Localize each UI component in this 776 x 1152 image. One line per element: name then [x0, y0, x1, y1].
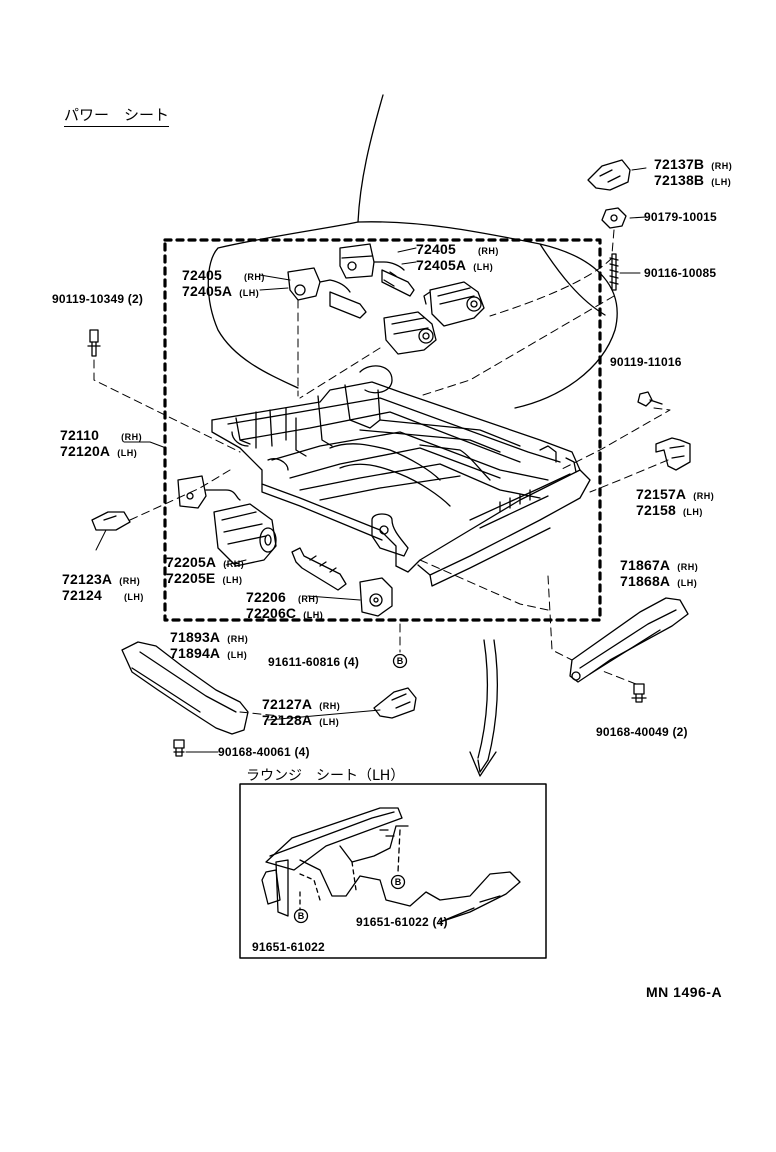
part-number: 72120A: [60, 443, 111, 459]
side-marker: (RH): [693, 491, 715, 501]
side-marker: (LH): [239, 288, 260, 298]
dashed-connectors: [93, 229, 671, 717]
part-number: 71867A: [620, 557, 671, 573]
bolt-callout-main: B: [392, 653, 408, 669]
part-number: 90168-40061 (4): [218, 745, 310, 759]
part-number: 72124: [62, 587, 102, 603]
part-number: 90116-10085: [644, 266, 717, 280]
part-number: 72405: [416, 241, 456, 257]
label-72405-left: 72405 (RH) 72405A (LH): [182, 268, 265, 300]
side-marker: (LH): [319, 717, 340, 727]
lounge-seat-title: ラウンジ シート（LH）: [246, 768, 405, 784]
label-90179: 90179-10015: [644, 210, 717, 224]
part-number: 72110: [60, 427, 100, 443]
callout-b-left: B: [298, 911, 305, 921]
side-marker: (RH): [677, 562, 699, 572]
label-72405-right: 72405 (RH) 72405A (LH): [416, 242, 499, 274]
seat-cushion-outline: [207, 94, 618, 409]
power-seat-assembly-box: [163, 238, 602, 622]
part-number: 71868A: [620, 573, 671, 589]
diagram-code: MN 1496-A: [646, 984, 723, 1000]
side-marker: (RH): [223, 559, 245, 569]
page-title: パワー シート: [64, 104, 170, 127]
label-72110: 72110 (RH) 72120A (LH): [60, 428, 142, 460]
part-number: 72405A: [416, 257, 467, 273]
part-number: 72158: [636, 502, 676, 518]
side-marker: (RH): [297, 594, 319, 604]
label-72205: 72205A (RH) 72205E (LH): [166, 555, 244, 587]
part-number: 91651-61022: [252, 940, 325, 954]
label-72127: 72127A (RH) 72128A (LH): [262, 697, 340, 729]
label-90119-11016: 90119-11016: [610, 355, 682, 369]
part-number: 90168-40049 (2): [596, 725, 688, 739]
callout-b-right: B: [395, 877, 402, 887]
side-marker: (RH): [121, 432, 143, 442]
part-number: 71893A: [170, 629, 221, 645]
side-marker: (LH): [473, 262, 494, 272]
lounge-seat-box: [239, 783, 547, 959]
label-72206: 72206 (RH) 72206C (LH): [246, 590, 323, 622]
leader-lines: [95, 167, 647, 753]
label-91611: 91611-60816 (4): [268, 655, 359, 669]
part-number: 72405: [182, 267, 222, 283]
arrow-to-lounge: [469, 639, 498, 777]
label-72157: 72157A (RH) 72158 (LH): [636, 487, 714, 519]
label-71893: 71893A (RH) 71894A (LH): [170, 630, 248, 662]
callout-b-main: B: [397, 656, 404, 666]
part-number: 71894A: [170, 645, 221, 661]
label-72123: 72123A (RH) 72124 (LH): [62, 572, 144, 604]
part-number: 72137B: [654, 156, 705, 172]
part-number: 72157A: [636, 486, 687, 502]
side-marker: (LH): [222, 575, 243, 585]
label-72137: 72137B (RH) 72138B (LH): [654, 157, 732, 189]
part-number: 72206C: [246, 605, 297, 621]
side-marker: (LH): [123, 592, 144, 602]
label-90168-40049: 90168-40049 (2): [596, 725, 688, 739]
part-number: 90179-10015: [644, 210, 717, 224]
label-91651-left: 91651-61022: [252, 940, 325, 954]
part-number: 72206: [246, 589, 286, 605]
part-number: 72205E: [166, 570, 216, 586]
small-parts: [87, 159, 691, 757]
side-marker: (LH): [677, 578, 698, 588]
label-90116: 90116-10085: [644, 266, 716, 280]
side-marker: (RH): [711, 161, 733, 171]
side-marker: (LH): [303, 610, 324, 620]
part-number: 72127A: [262, 696, 313, 712]
part-number: 72123A: [62, 571, 113, 587]
side-marker: (LH): [117, 448, 138, 458]
side-marker: (LH): [682, 507, 703, 517]
part-number: 72138B: [654, 172, 705, 188]
label-71867: 71867A (RH) 71868A (LH): [620, 558, 698, 590]
seat-adjuster-frame: [211, 365, 591, 587]
part-number: 91611-60816 (4): [268, 655, 360, 669]
side-marker: (RH): [119, 576, 141, 586]
lounge-callout-letters: B B: [298, 877, 402, 921]
side-marker: (RH): [243, 272, 265, 282]
label-90119-10349: 90119-10349 (2): [52, 292, 143, 306]
side-marker: (RH): [477, 246, 499, 256]
part-number: 72205A: [166, 554, 217, 570]
seat-motors: [177, 243, 485, 617]
side-marker: (LH): [711, 177, 732, 187]
part-number: 90119-11016: [610, 355, 682, 369]
label-91651-right: 91651-61022 (4): [356, 915, 448, 929]
side-marker: (RH): [227, 634, 249, 644]
part-number: 91651-61022 (4): [356, 915, 448, 929]
side-marker: (LH): [227, 650, 248, 660]
part-number: 90119-10349 (2): [52, 292, 144, 306]
label-90168-40061: 90168-40061 (4): [218, 745, 310, 759]
side-marker: (RH): [319, 701, 341, 711]
part-number: 72128A: [262, 712, 313, 728]
part-number: 72405A: [182, 283, 233, 299]
